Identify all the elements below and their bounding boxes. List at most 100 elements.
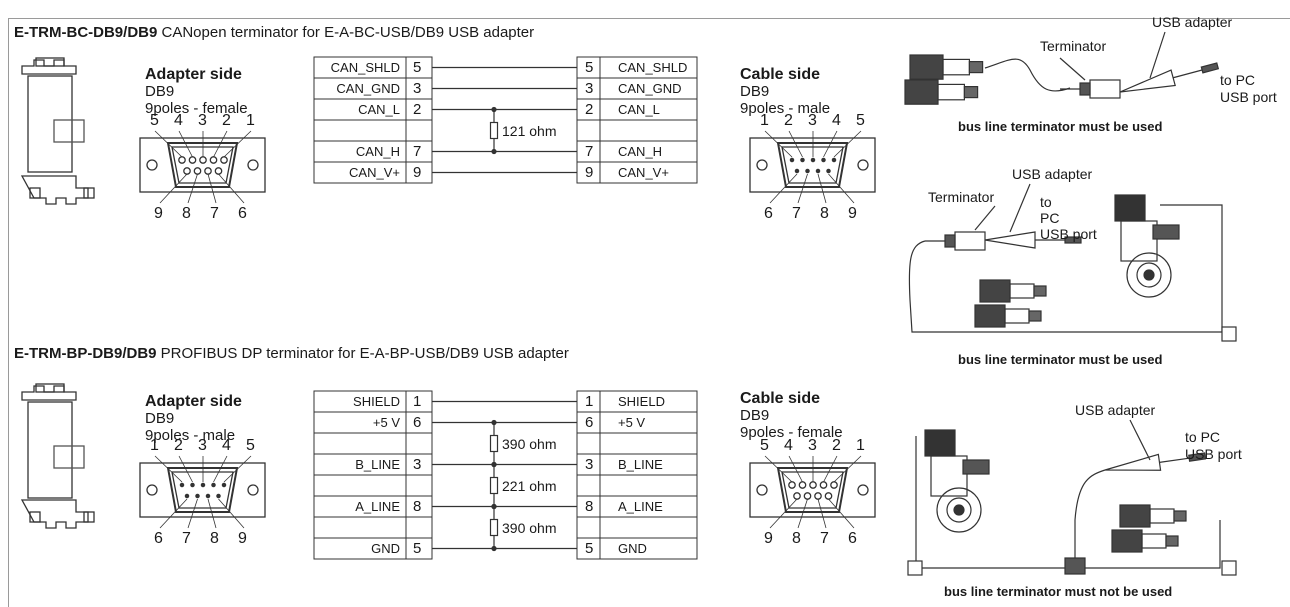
connector-poles: 9poles - male [145, 427, 236, 444]
pin-number: 8 [820, 205, 829, 222]
adapter-drawing-icon [20, 383, 95, 529]
resistor-icon [489, 419, 499, 468]
side-heading: Adapter side [145, 66, 242, 83]
pin-number: 8 [210, 530, 219, 547]
pin-number: 3 [413, 79, 422, 97]
terminator-icon [1060, 79, 1121, 99]
caption: bus line terminator must be used [958, 352, 1163, 367]
pin-number: 9 [764, 530, 773, 547]
pc-label: USB port [1040, 226, 1097, 242]
db9-connector-icon [749, 455, 876, 529]
bus-cable [984, 58, 1071, 92]
product-description: CANopen terminator for E-A-BC-USB/DB9 US… [161, 24, 535, 41]
connector-type: DB9 [145, 410, 175, 427]
pin-number: 1 [246, 112, 255, 129]
resistor-icon [489, 503, 499, 552]
signal-name: A_LINE [355, 498, 400, 514]
usb-adapter-icon [1104, 452, 1207, 471]
signal-name: CAN_H [355, 143, 400, 159]
pin-number: 1 [585, 392, 594, 410]
bus-cable [1074, 469, 1106, 568]
pc-label: to PC [1185, 429, 1221, 445]
valve-icon [1119, 504, 1187, 528]
side-heading: Adapter side [145, 393, 242, 410]
signal-name: +5 V [618, 414, 646, 430]
product-code: E-TRM-BP-DB9/DB9 [14, 345, 157, 362]
pin-number: 9 [585, 163, 594, 181]
usb-adapter-label: USB adapter [1152, 14, 1233, 30]
signal-name: CAN_GND [618, 80, 682, 96]
signal-name: CAN_V+ [349, 164, 400, 180]
pin-number: 3 [808, 437, 817, 454]
pin-number: 8 [792, 530, 801, 547]
pin-number: 3 [585, 455, 594, 473]
pin-number: 2 [222, 112, 231, 129]
adapter-side-label: Adapter side DB9 9poles - male [145, 393, 242, 444]
db9-connector-icon [749, 130, 876, 204]
signal-name: GND [371, 540, 400, 556]
signal-name: CAN_GND [336, 80, 400, 96]
signal-name: CAN_L [358, 101, 400, 117]
pin-number: 2 [784, 112, 793, 129]
pin-number: 6 [764, 205, 773, 222]
pin-number: 7 [820, 530, 829, 547]
pin-number: 9 [848, 205, 857, 222]
signal-name: B_LINE [355, 456, 400, 472]
pump-icon [1114, 194, 1180, 298]
pin-number: 4 [174, 112, 183, 129]
terminator-label: Terminator [928, 189, 995, 205]
pin-number: 1 [150, 437, 159, 454]
pin-number: 6 [848, 530, 857, 547]
side-heading: Cable side [740, 66, 821, 83]
signal-name: CAN_L [618, 101, 660, 117]
pc-label: USB port [1220, 89, 1277, 105]
pin-number: 5 [585, 539, 594, 557]
pin-number: 4 [222, 437, 231, 454]
resistor-icon [489, 106, 499, 155]
pin-number: 8 [413, 497, 422, 515]
terminator-icon [925, 231, 986, 251]
pin-number: 6 [585, 413, 594, 431]
valve-icon [909, 54, 984, 80]
resistor-value: 121 ohm [502, 122, 557, 139]
valve-icon [1111, 529, 1179, 553]
connector-type: DB9 [740, 407, 770, 424]
pin-number: 7 [413, 142, 422, 160]
pin-number: 7 [585, 142, 594, 160]
valve-icon [904, 79, 979, 105]
product-code: E-TRM-BC-DB9/DB9 [14, 24, 158, 41]
valve-icon [979, 279, 1047, 303]
pin-number: 6 [154, 530, 163, 547]
connector-poles: 9poles - female [740, 424, 843, 441]
connector-poles: 9poles - male [740, 100, 831, 117]
pc-label: USB port [1185, 446, 1242, 462]
cable-side-label: Cable side DB9 9poles - male [740, 66, 830, 117]
adapter-drawing-icon [20, 57, 95, 205]
caption: bus line terminator must not be used [944, 584, 1173, 599]
signal-name: CAN_SHLD [618, 59, 688, 75]
pin-number: 5 [246, 437, 255, 454]
page-frame [8, 18, 1290, 607]
connector-type: DB9 [740, 83, 770, 100]
usb-adapter-label: USB adapter [1075, 402, 1156, 418]
cable-side-label: Cable side DB9 9poles - female [740, 390, 843, 441]
side-heading: Cable side [740, 390, 821, 407]
signal-name: A_LINE [618, 498, 663, 514]
pc-label: PC [1040, 210, 1060, 226]
signal-name: B_LINE [618, 456, 663, 472]
resistor-icon [489, 461, 499, 510]
pin-number: 3 [585, 79, 594, 97]
pin-number: 9 [154, 205, 163, 222]
pin-number: 5 [413, 58, 422, 76]
bus-cable [908, 204, 1223, 333]
caption: bus line terminator must be used [958, 119, 1163, 134]
signal-name: CAN_SHLD [330, 59, 400, 75]
pc-label: to [1040, 194, 1052, 210]
signal-name: GND [618, 540, 647, 556]
terminator-label: Terminator [1040, 38, 1107, 54]
usb-adapter-icon [1119, 62, 1220, 93]
pin-number: 1 [413, 392, 422, 410]
usb-adapter-label: USB adapter [1012, 166, 1093, 182]
resistor-value: 390 ohm [502, 519, 557, 536]
adapter-side-label: Adapter side DB9 9poles - female [145, 66, 248, 117]
